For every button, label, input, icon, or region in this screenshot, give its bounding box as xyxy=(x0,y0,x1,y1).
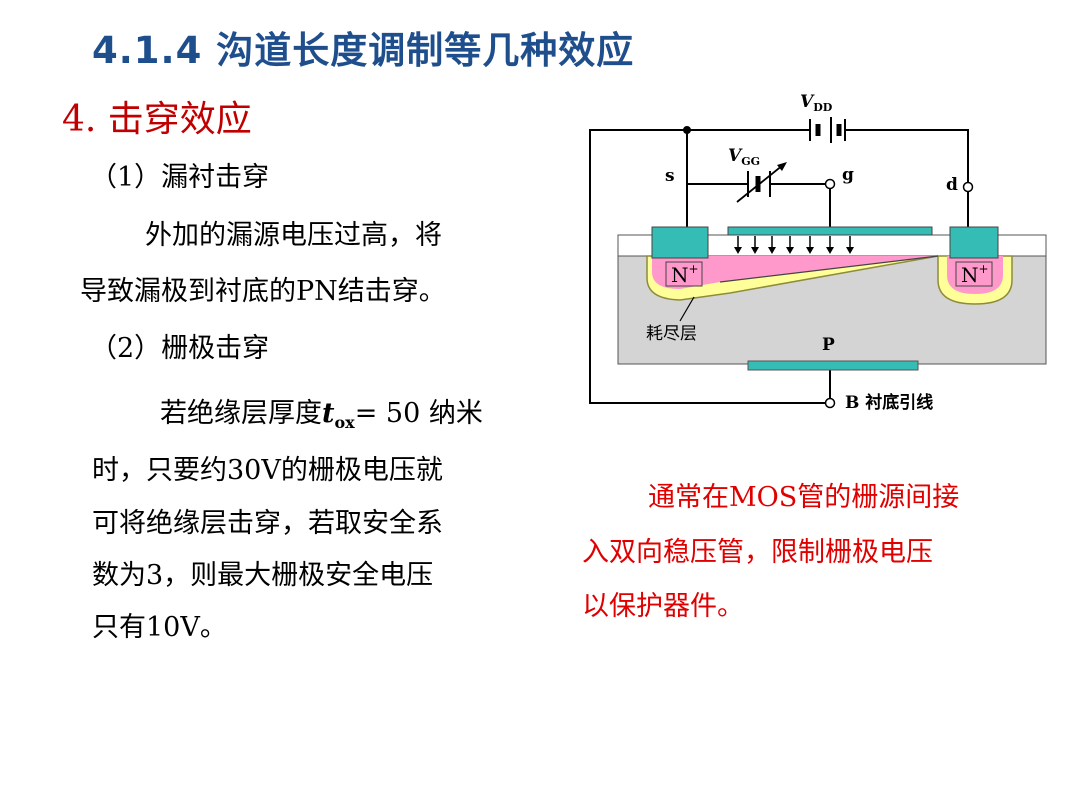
gate-text-line1-pre: 若绝缘层厚度 xyxy=(160,398,322,429)
depletion-layer-label: 耗尽层 xyxy=(646,324,697,344)
slide-title: 4.1.4 沟道长度调制等几种效应 xyxy=(92,29,635,72)
subsection-gate-heading: （2）栅极击穿 xyxy=(90,333,270,364)
vdd-right-wire xyxy=(845,129,969,182)
drain-substrate-text-line2: 导致漏极到衬底的PN结击穿。 xyxy=(80,276,446,307)
source-label: s xyxy=(665,166,675,186)
mosfet-breakdown-diagram: VDD VGG s g d xyxy=(589,92,1047,413)
note-line1: 通常在MOS管的栅源间接 xyxy=(648,482,960,513)
vdd-label: VDD xyxy=(800,92,833,114)
substrate-contact xyxy=(747,360,919,371)
source-n-plus-block xyxy=(651,226,709,259)
note-line2: 入双向稳压管，限制栅极电压 xyxy=(582,537,933,568)
junction-dot xyxy=(683,126,691,134)
vdd-battery-icon xyxy=(809,117,846,143)
gate-text-line1: 若绝缘层厚度tox= 50 纳米 xyxy=(160,398,483,432)
vgg-variable-battery-icon xyxy=(736,162,787,203)
gate-text-line5: 只有10V。 xyxy=(92,612,227,643)
left-outer-wire xyxy=(589,129,825,404)
note-line3: 以保护器件。 xyxy=(582,591,744,622)
drain-n-plus-label: N+ xyxy=(961,262,989,287)
tox-subscript: ox xyxy=(334,413,355,432)
field-arrows xyxy=(734,236,854,254)
gate-terminal[interactable] xyxy=(824,178,836,190)
subsection-drain-substrate-heading: （1）漏衬击穿 xyxy=(90,162,270,193)
drain-n-plus-block xyxy=(949,226,999,259)
gate-text-line4: 数为3，则最大栅极安全电压 xyxy=(92,560,434,591)
gate-text-line1-post: = 50 纳米 xyxy=(354,398,483,429)
substrate-terminal[interactable] xyxy=(824,397,836,409)
circuit-wires xyxy=(589,129,969,404)
tox-symbol: t xyxy=(322,398,335,429)
section-heading: 4. 击穿效应 xyxy=(62,99,252,140)
drain-label: d xyxy=(946,175,958,195)
gate-text-line2: 时，只要约30V的栅极电压就 xyxy=(92,455,443,486)
source-n-plus-label: N+ xyxy=(671,262,699,287)
gate-electrode xyxy=(727,226,933,236)
p-substrate-label: P xyxy=(822,335,835,355)
vgg-label: VGG xyxy=(728,146,760,168)
gate-label: g xyxy=(842,165,854,185)
substrate-lead-label: B 衬底引线 xyxy=(845,392,933,413)
drain-substrate-text-line1: 外加的漏源电压过高，将 xyxy=(145,220,442,251)
gate-text-line3: 可将绝缘层击穿，若取安全系 xyxy=(92,508,443,539)
drain-terminal[interactable] xyxy=(962,181,974,193)
